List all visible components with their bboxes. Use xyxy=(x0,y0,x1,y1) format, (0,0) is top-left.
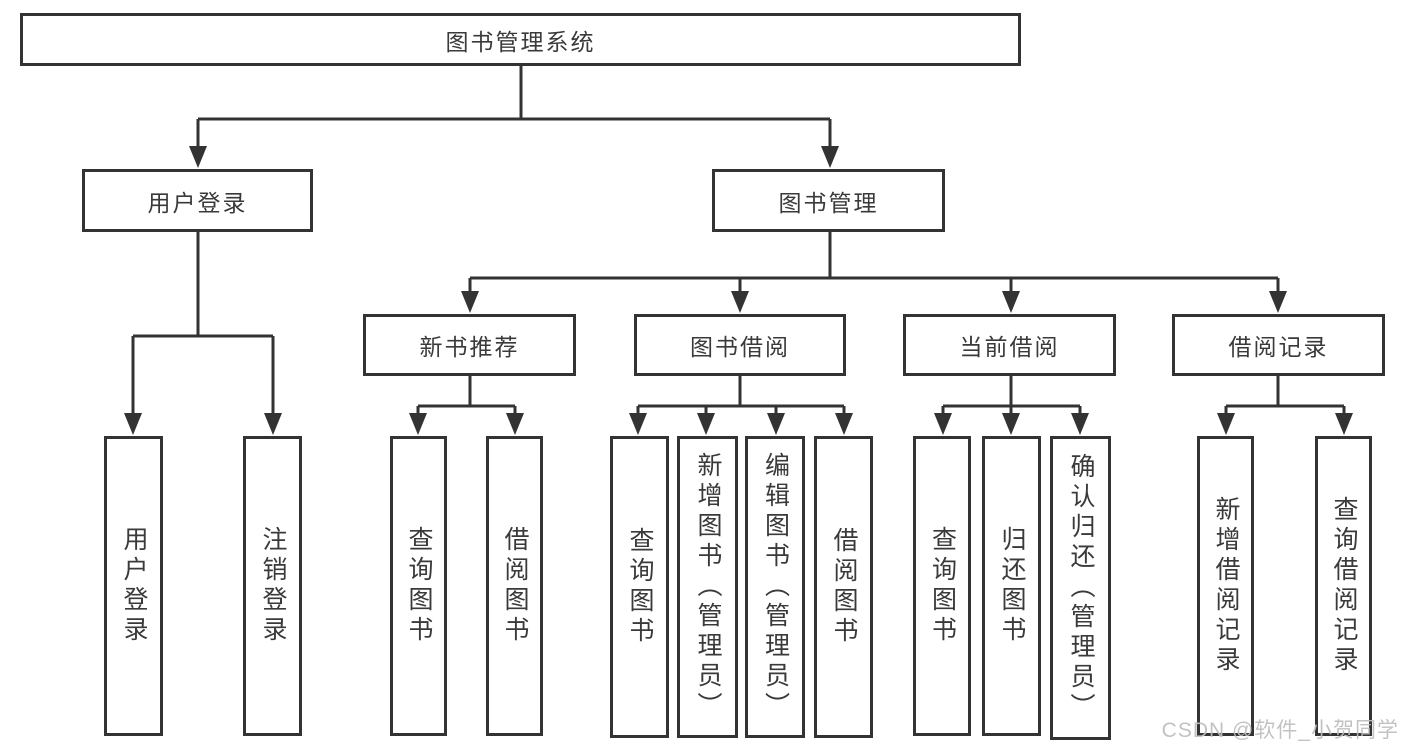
leaf-confirm-return-admin: 确认归还（管理员） xyxy=(1050,436,1111,740)
node-new-book-recommendation: 新书推荐 xyxy=(363,314,576,376)
leaf-user-login: 用户登录 xyxy=(104,436,163,736)
node-borrowing-records: 借阅记录 xyxy=(1172,314,1385,376)
node-book-borrowing: 图书借阅 xyxy=(634,314,846,376)
leaf-add-borrow-record: 新增借阅记录 xyxy=(1197,436,1254,736)
leaf-logout: 注销登录 xyxy=(243,436,302,736)
leaf-query-books-current: 查询图书 xyxy=(913,436,971,736)
leaf-edit-books-admin: 编辑图书（管理员） xyxy=(745,436,805,738)
node-library-management-system: 图书管理系统 xyxy=(20,13,1021,66)
leaf-add-books-admin: 新增图书（管理员） xyxy=(677,436,738,738)
node-user-login: 用户登录 xyxy=(82,169,313,232)
leaf-return-books: 归还图书 xyxy=(982,436,1041,736)
leaf-query-books-borrowing: 查询图书 xyxy=(610,436,669,738)
node-current-borrowing: 当前借阅 xyxy=(903,314,1116,376)
leaf-borrow-books: 借阅图书 xyxy=(814,436,873,738)
leaf-query-borrow-record: 查询借阅记录 xyxy=(1315,436,1372,736)
csdn-watermark: CSDN @软件_小贺同学 xyxy=(1161,719,1399,742)
leaf-borrow-books-recommend: 借阅图书 xyxy=(486,436,543,736)
node-book-management: 图书管理 xyxy=(712,169,945,232)
leaf-query-books-recommend: 查询图书 xyxy=(390,436,447,736)
